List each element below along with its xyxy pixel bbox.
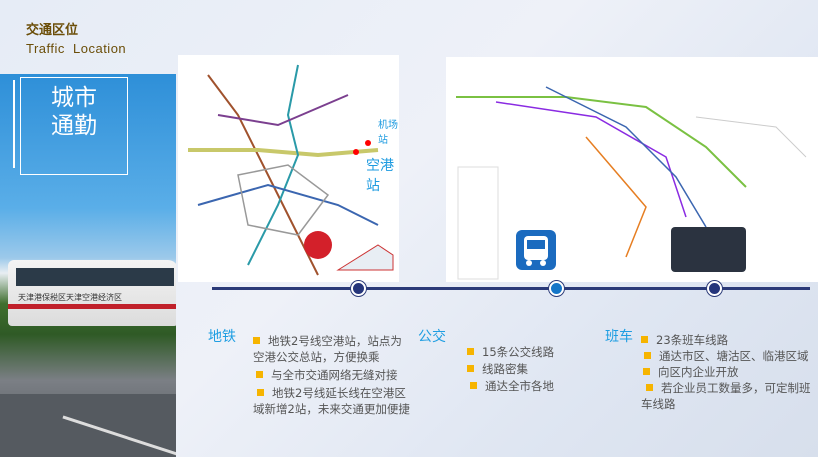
konggang-station-label: 空港站 xyxy=(366,158,394,194)
list-item: 15条公交线路 xyxy=(467,344,587,360)
timeline-dot-metro xyxy=(351,281,366,296)
bus-text: 天津港保税区天津空港经济区 xyxy=(18,293,122,302)
bus-route-map xyxy=(446,57,818,282)
road xyxy=(0,394,176,457)
shuttle-title: 班车 xyxy=(605,329,633,345)
metro-map: 机场站 空港站 xyxy=(178,55,399,282)
list-item: 与全市交通网络无缝对接 xyxy=(253,367,413,383)
bus-list: 15条公交线路 线路密集 通达全市各地 xyxy=(467,344,587,394)
list-item: 地铁2号线延长线在空港区域新增2站，未来交通更加便捷 xyxy=(253,386,410,416)
list-item: 向区内企业开放 xyxy=(641,364,816,380)
airport-photo: 天津港保税区天津空港经济区 xyxy=(0,74,176,457)
category-label-box: 城市 通勤 xyxy=(20,77,128,175)
list-item: 地铁2号线空港站，站点为空港公交总站，方便换乘 xyxy=(253,334,402,364)
section-subtitle: Traffic Location xyxy=(26,41,127,56)
metro-title: 地铁 xyxy=(208,329,236,345)
list-item: 线路密集 xyxy=(467,361,587,377)
list-item: 若企业员工数量多，可定制班车线路 xyxy=(641,381,811,411)
bus-image: 天津港保税区天津空港经济区 xyxy=(8,260,176,326)
metro-lines xyxy=(188,64,394,276)
list-item: 通达市区、塘沽区、临港区域 xyxy=(641,348,816,364)
bus-routes xyxy=(456,86,807,280)
timeline-dot-shuttle xyxy=(707,281,722,296)
metro-list: 地铁2号线空港站，站点为空港公交总站，方便换乘 与全市交通网络无缝对接 地铁2号… xyxy=(253,333,413,417)
bus-title: 公交 xyxy=(418,329,446,345)
list-item: 通达全市各地 xyxy=(467,378,587,394)
label-line-1: 城市 xyxy=(51,85,97,111)
list-item: 23条班车线路 xyxy=(641,332,816,348)
accent-bar xyxy=(13,80,15,168)
label-line-2: 通勤 xyxy=(51,113,97,139)
section-title: 交通区位 xyxy=(26,23,79,38)
bus-stop-icon xyxy=(516,230,556,270)
timeline xyxy=(212,287,810,290)
shuttle-list: 23条班车线路 通达市区、塘沽区、临港区域 向区内企业开放 若企业员工数量多，可… xyxy=(641,332,816,412)
timeline-dot-bus xyxy=(549,281,564,296)
airport-station-label: 机场站 xyxy=(378,120,398,146)
